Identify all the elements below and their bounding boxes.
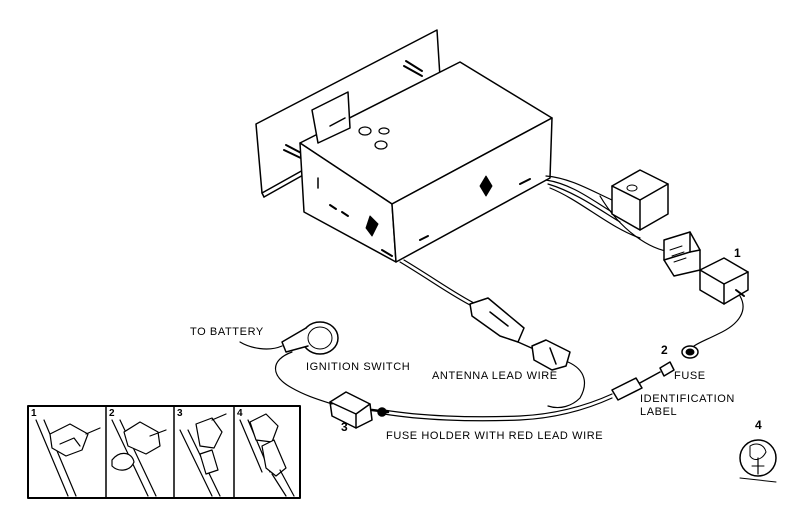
inset-4-art: [239, 413, 295, 497]
multi-pin-connector: [663, 231, 701, 277]
inset-step-1: 1: [31, 408, 37, 419]
radio-chassis: [299, 61, 553, 263]
label-antenna-lead-wire: ANTENNA LEAD WIRE: [432, 370, 558, 382]
inset-3-art: [179, 413, 227, 497]
callout-1: 1: [734, 246, 741, 260]
inset-1-art: [35, 419, 101, 497]
label-to-battery: TO BATTERY: [190, 326, 264, 338]
callout-4: 4: [755, 418, 762, 432]
label-identification-label: LABEL: [640, 406, 678, 418]
inset-step-4: 4: [237, 408, 243, 419]
inset-2-art: [111, 419, 167, 497]
ignition-plug: [239, 321, 339, 355]
inset-step-2: 2: [109, 408, 115, 419]
power-connector: [699, 257, 749, 305]
label-fuse: FUSE: [674, 370, 706, 382]
label-fuse-holder: FUSE HOLDER WITH RED LEAD WIRE: [386, 430, 604, 442]
fuse-holder-lead: [383, 393, 613, 422]
inset-step-3: 3: [177, 408, 183, 419]
detail-4-circle: [739, 439, 777, 483]
label-ignition-switch: IGNITION SWITCH: [306, 361, 411, 373]
power-lead: [693, 295, 744, 347]
fuse-assembly: [611, 345, 699, 401]
callout-3: 3: [341, 420, 348, 434]
antenna-lead: [399, 259, 586, 409]
fuse-holder: [329, 391, 390, 429]
callout-2: 2: [661, 343, 668, 357]
label-identification: IDENTIFICATION: [640, 393, 735, 405]
speaker-connector: [611, 169, 669, 231]
ignition-wire: [275, 351, 333, 405]
